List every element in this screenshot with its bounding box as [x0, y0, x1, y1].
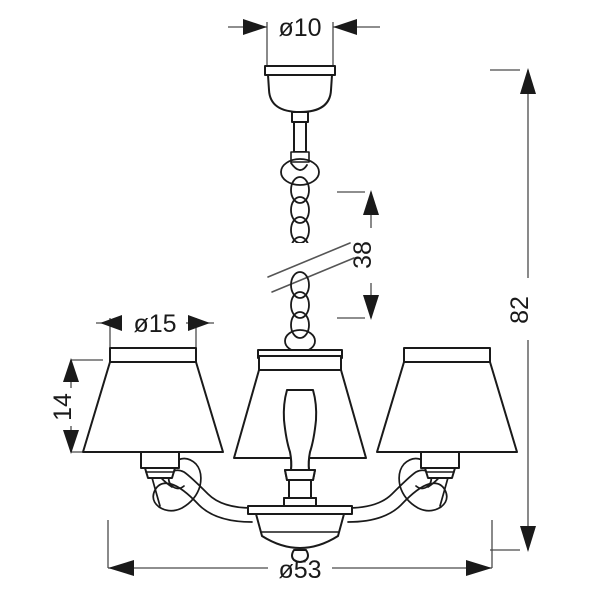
socket-cup — [144, 467, 176, 479]
chain-link — [290, 311, 310, 339]
arrow-down-icon — [520, 526, 536, 552]
arm-scroll-lower — [347, 457, 448, 523]
chain-link — [290, 291, 310, 319]
arrow-right-icon — [466, 560, 492, 576]
shade-top-band — [258, 355, 342, 371]
dimension-shade-diameter: ø15 — [96, 310, 214, 348]
dim-label-chain-drop: 38 — [349, 241, 377, 269]
part-shade-left — [82, 347, 224, 453]
break-symbol-line-1 — [267, 242, 351, 278]
label-backdrop — [57, 388, 85, 426]
arrow-up-icon — [363, 190, 379, 215]
shade-top-band — [403, 347, 491, 363]
canopy-dome — [267, 74, 333, 113]
part-bottom-finial — [247, 505, 353, 563]
socket-cup — [424, 467, 456, 479]
chain-top-hook — [290, 162, 308, 171]
shade-cone — [82, 361, 224, 453]
suspension-rod — [293, 121, 307, 153]
arrow-left-icon — [108, 560, 134, 576]
column-shaft-front — [288, 479, 312, 499]
dimension-total-height: 82 — [490, 68, 544, 552]
chain-top-ring — [280, 158, 320, 186]
dim-label-total-height: 82 — [506, 296, 534, 324]
dim-label-canopy-diameter: ø10 — [278, 14, 321, 42]
label-backdrop — [512, 278, 544, 340]
chain-link — [290, 271, 310, 299]
arrow-right-icon — [333, 19, 357, 35]
dimension-canopy-diameter: ø10 — [228, 14, 380, 66]
chain-bottom-ring — [284, 329, 316, 353]
finial-ball — [291, 549, 309, 563]
chain-link — [290, 176, 310, 204]
finial-plate — [247, 505, 353, 515]
arm-scroll-upper — [347, 469, 433, 509]
arm-scroll-upper — [167, 469, 253, 509]
arrow-left-icon — [243, 19, 267, 35]
arrow-down-icon — [363, 295, 379, 320]
label-backdrop — [356, 228, 386, 283]
ceiling-plate — [264, 65, 336, 76]
finial-bell — [255, 513, 345, 549]
break-symbol-line-2 — [271, 257, 355, 293]
part-ceiling-canopy — [264, 65, 336, 163]
dim-label-shade-diameter: ø15 — [133, 310, 176, 338]
shade-cone — [376, 361, 518, 453]
arm-scroll-lower — [152, 457, 253, 523]
arrow-left-icon — [100, 315, 122, 331]
chain-link — [290, 196, 310, 224]
shade-top-band — [109, 347, 197, 363]
arrow-right-icon — [188, 315, 210, 331]
dim-label-shade-height: 14 — [49, 393, 77, 421]
part-center-column-front — [282, 389, 318, 507]
arrow-down-icon — [63, 430, 79, 454]
part-shade-right — [376, 347, 518, 453]
canopy-neck — [291, 111, 309, 123]
arrow-up-icon — [520, 68, 536, 94]
column-ring-upper-front — [284, 469, 316, 481]
arrow-up-icon — [63, 358, 79, 382]
part-chain — [267, 158, 355, 353]
chain-link — [290, 216, 310, 244]
dimension-chain-drop: 38 — [337, 190, 386, 320]
column-ring-lower-front — [283, 497, 317, 507]
